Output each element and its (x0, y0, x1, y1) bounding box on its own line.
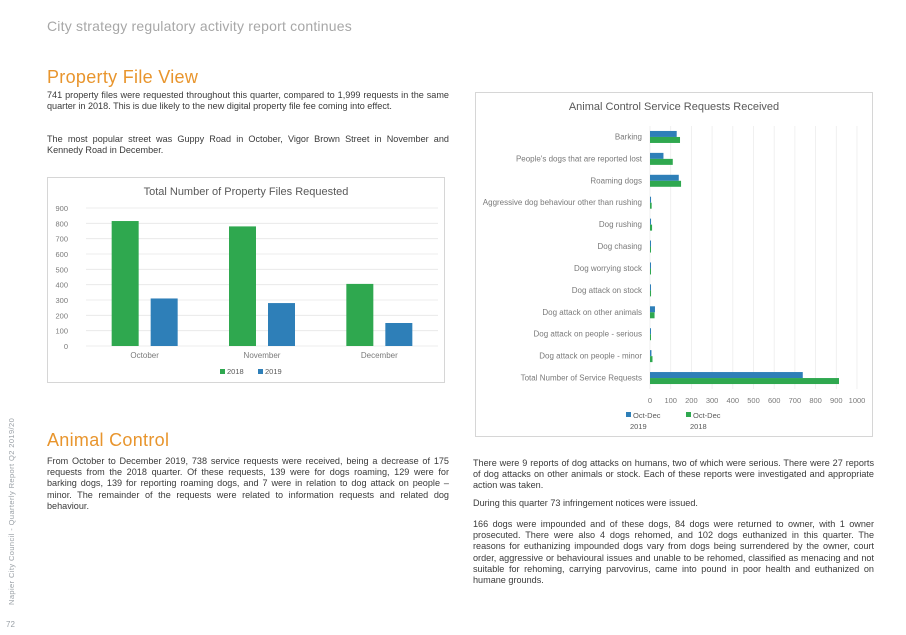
x-tick-label: 300 (706, 396, 719, 405)
bar-2019 (650, 174, 679, 181)
x-tick-label: 1000 (849, 396, 866, 405)
x-tick-label: November (244, 351, 281, 360)
bar-2018-october (111, 221, 139, 346)
y-category-label: Dog attack on people - minor (539, 352, 642, 361)
chart-title: Animal Control Service Requests Received (569, 101, 779, 113)
bar-2018-december (346, 283, 374, 346)
animal-control-chart: Animal Control Service Requests Received… (475, 92, 873, 437)
bar-2019-november (268, 303, 295, 346)
y-tick-label: 500 (55, 265, 68, 274)
y-tick-label: 100 (55, 327, 68, 336)
page-number: 72 (6, 620, 15, 629)
bar-2019 (650, 306, 655, 313)
bar-2018 (650, 312, 655, 319)
property-files-chart: Total Number of Property Files Requested… (47, 177, 445, 383)
y-tick-label: 400 (55, 281, 68, 290)
y-category-label: Dog rushing (599, 220, 642, 229)
y-tick-label: 800 (55, 219, 68, 228)
legend-swatch (626, 412, 631, 417)
y-category-label: Dog attack on stock (572, 286, 643, 295)
bar-2018 (650, 356, 653, 363)
bar-2018 (650, 224, 653, 231)
x-tick-label: 600 (768, 396, 781, 405)
x-tick-label: 100 (664, 396, 677, 405)
y-category-label: People's dogs that are reported lost (516, 154, 643, 163)
legend-swatch-2018 (220, 369, 225, 374)
y-category-label: Aggressive dog behaviour other than rush… (483, 198, 642, 207)
legend-label-line1: Oct-Dec (633, 411, 661, 420)
y-tick-label: 700 (55, 235, 68, 244)
y-tick-label: 0 (64, 342, 68, 351)
x-tick-label: 200 (685, 396, 698, 405)
x-tick-label: 500 (747, 396, 760, 405)
legend-label-2018: 2018 (227, 367, 244, 376)
animal-right-paragraph-2: During this quarter 73 infringement noti… (473, 498, 698, 508)
animal-right-paragraph-3: 166 dogs were impounded and of these dog… (473, 519, 874, 586)
bar-2019 (650, 218, 652, 225)
bar-2019 (650, 328, 651, 335)
bar-2019 (650, 196, 652, 203)
x-tick-label: 800 (809, 396, 822, 405)
y-tick-label: 900 (55, 204, 68, 213)
y-category-label: Barking (615, 132, 642, 141)
bar-2019 (650, 152, 664, 159)
bar-2019 (650, 240, 651, 247)
y-tick-label: 200 (55, 311, 68, 320)
x-tick-label: October (130, 351, 159, 360)
y-category-label: Dog worrying stock (574, 264, 643, 273)
bar-2019 (650, 350, 652, 357)
legend-swatch-2019 (258, 369, 263, 374)
animal-right-paragraph-1: There were 9 reports of dog attacks on h… (473, 458, 874, 491)
sidebar-report-label: Napier City Council - Quarterly Report Q… (7, 417, 16, 605)
bar-2019 (650, 262, 651, 269)
bar-2019-october (150, 298, 178, 346)
animal-paragraph-1: From October to December 2019, 738 servi… (47, 456, 449, 511)
legend-label-line2: 2019 (630, 422, 647, 431)
x-tick-label: 0 (648, 396, 652, 405)
bar-2018 (650, 334, 651, 341)
animal-control-chart-svg: Animal Control Service Requests Received… (483, 101, 866, 431)
x-tick-label: 900 (830, 396, 843, 405)
property-files-chart-svg: Total Number of Property Files Requested… (55, 186, 438, 376)
y-category-label: Dog attack on people - serious (533, 330, 642, 339)
bar-2018 (650, 158, 673, 165)
bar-2018 (650, 268, 651, 275)
bar-2018 (650, 202, 652, 209)
x-tick-label: 400 (727, 396, 740, 405)
legend-swatch (686, 412, 691, 417)
chart-title: Total Number of Property Files Requested (144, 186, 349, 198)
property-paragraph-2: The most popular street was Guppy Road i… (47, 134, 449, 156)
y-tick-label: 300 (55, 296, 68, 305)
bar-2018 (650, 246, 651, 253)
x-tick-label: December (361, 351, 398, 360)
legend-label-line1: Oct-Dec (693, 411, 721, 420)
bar-2018 (650, 180, 682, 187)
y-tick-label: 600 (55, 250, 68, 259)
x-tick-label: 700 (789, 396, 802, 405)
property-section-title: Property File View (47, 67, 199, 87)
legend-label-line2: 2018 (690, 422, 707, 431)
legend-label-2019: 2019 (265, 367, 282, 376)
bar-2018 (650, 378, 839, 385)
bar-2019 (650, 372, 803, 379)
bar-2019 (650, 130, 677, 137)
y-category-label: Dog attack on other animals (542, 308, 642, 317)
bar-2019-december (385, 323, 413, 346)
bar-2018-november (229, 226, 256, 346)
page-header: City strategy regulatory activity report… (47, 18, 352, 34)
bar-2018 (650, 290, 652, 297)
y-category-label: Dog chasing (598, 242, 642, 251)
bar-2018 (650, 136, 681, 143)
y-category-label: Roaming dogs (590, 176, 642, 185)
property-paragraph-1: 741 property files were requested throug… (47, 90, 449, 112)
y-category-label: Total Number of Service Requests (521, 374, 642, 383)
bar-2019 (650, 284, 651, 291)
animal-section-title: Animal Control (47, 430, 170, 450)
